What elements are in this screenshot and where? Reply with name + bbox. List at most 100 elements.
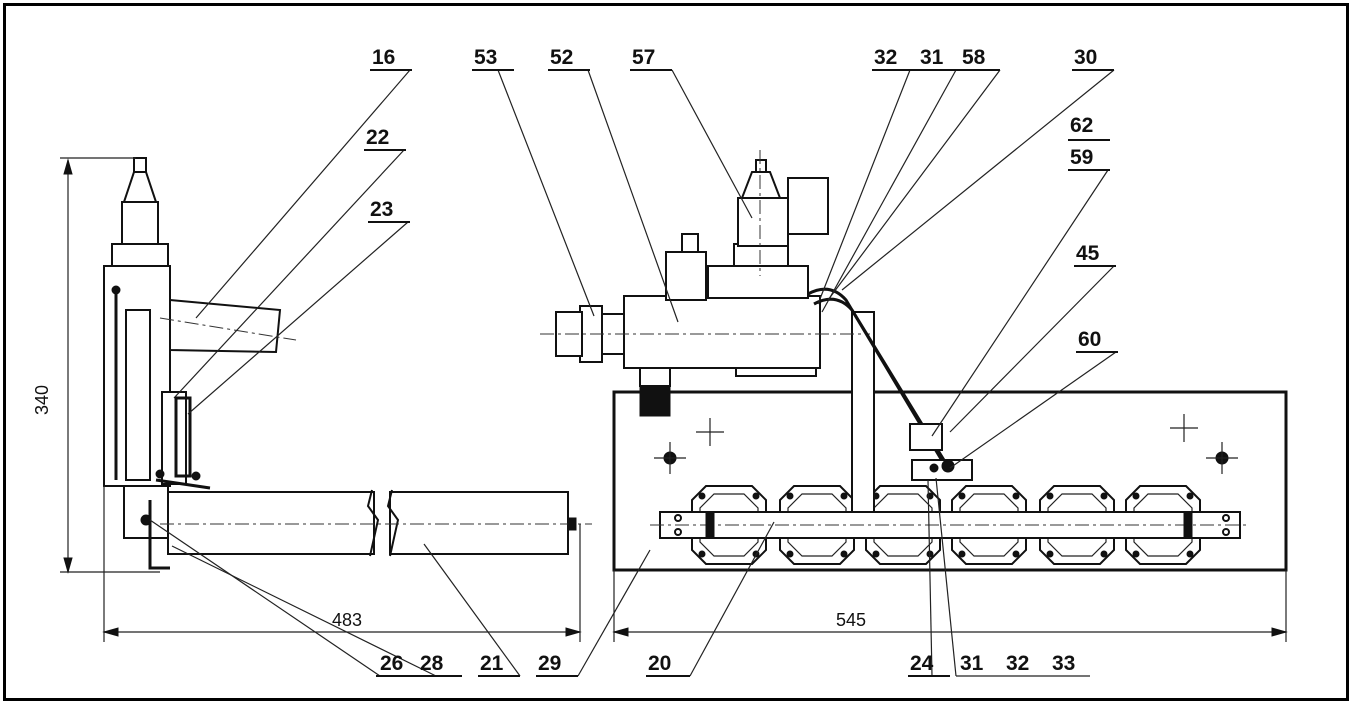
- bar-hole: [674, 514, 682, 522]
- sensor-bracket-60: [911, 459, 973, 481]
- block-bolt: [840, 550, 848, 558]
- block-bolt: [1046, 492, 1054, 500]
- dim-545-text: 545: [836, 610, 866, 630]
- block-bolt: [872, 550, 880, 558]
- drawing-frame: [3, 3, 1349, 701]
- block-bolt: [958, 492, 966, 500]
- dim-545-arrow-left: [612, 627, 629, 637]
- block-bolt: [1012, 550, 1020, 558]
- solenoid-base: [733, 243, 789, 267]
- valve-lower-skirt: [735, 367, 817, 377]
- callout-16: 16: [372, 46, 395, 69]
- block-bolt: [840, 492, 848, 500]
- bracket-bolt-2: [191, 471, 201, 481]
- block-bolt: [958, 550, 966, 558]
- block-bolt: [786, 492, 794, 500]
- callout-31-top: 31: [920, 46, 944, 69]
- valve-actuator-cap: [681, 233, 699, 253]
- dim-340-text: 340: [32, 385, 52, 415]
- side-view: [60, 157, 592, 642]
- side-valve-flange: [111, 243, 169, 267]
- target-marks: [654, 414, 1238, 474]
- pipe-centerline: [159, 317, 297, 341]
- side-nozzle-tip: [133, 157, 147, 173]
- sensor-screw: [929, 463, 939, 473]
- block-bolt: [752, 492, 760, 500]
- side-valve-body: [121, 201, 159, 245]
- sensor-tube: [807, 287, 946, 465]
- valve-actuator: [665, 251, 707, 301]
- callout-32-top: 32: [874, 46, 897, 69]
- callout-57: 57: [632, 46, 655, 69]
- block-bolt: [1132, 492, 1140, 500]
- dim-483-arrow-left: [102, 627, 119, 637]
- dim-340-arrow-bottom: [63, 557, 73, 574]
- manifold-end-left: [705, 511, 715, 539]
- callout-58: 58: [962, 46, 986, 69]
- block-bolt: [786, 550, 794, 558]
- bar-hole-3: [1222, 514, 1230, 522]
- side-foot-bolt: [140, 514, 152, 526]
- leader-lines: [149, 69, 1117, 677]
- valve-drain: [639, 367, 671, 387]
- dim-483-text: 483: [332, 610, 362, 630]
- callout-23: 23: [370, 198, 393, 221]
- callout-30: 30: [1074, 46, 1097, 69]
- dim-483-arrow-right: [565, 627, 582, 637]
- bracket-23: [174, 396, 192, 478]
- block-bolt: [1132, 550, 1140, 558]
- pipe-break-line: [366, 489, 380, 557]
- block-bolt: [1186, 492, 1194, 500]
- side-base-block: [123, 485, 169, 539]
- solenoid-coil-box: [787, 177, 829, 235]
- dim-340-arrow-top: [63, 158, 73, 175]
- bracket-wire: [155, 478, 211, 490]
- callout-29: 29: [538, 652, 561, 675]
- solenoid-cone: [740, 171, 782, 199]
- bracket-bolt: [155, 469, 165, 479]
- manifold-end-right: [1183, 511, 1193, 539]
- block-bolt: [1100, 550, 1108, 558]
- callout-52: 52: [550, 46, 573, 69]
- pipe-end-cap: [567, 517, 577, 531]
- callout-28: 28: [420, 652, 444, 675]
- side-nozzle-cone: [122, 171, 158, 203]
- callout-53: 53: [474, 46, 497, 69]
- block-bolt: [1012, 492, 1020, 500]
- callout-20: 20: [648, 652, 671, 675]
- block-bolt: [1046, 550, 1054, 558]
- valve-housing-52: [623, 295, 821, 369]
- callout-22: 22: [366, 126, 389, 149]
- callout-32-bottom: 32: [1006, 652, 1029, 675]
- bar-hole-4: [1222, 528, 1230, 536]
- block-bolt: [1100, 492, 1108, 500]
- sensor-nut: [941, 459, 955, 473]
- callout-26: 26: [380, 652, 403, 675]
- valve-upper-body: [707, 265, 809, 299]
- dim-545-arrow-right: [1271, 627, 1288, 637]
- callout-59: 59: [1070, 146, 1093, 169]
- bar-hole-2: [674, 528, 682, 536]
- callout-45: 45: [1076, 242, 1100, 265]
- callout-21: 21: [480, 652, 504, 675]
- long-pipe-21a: [167, 491, 375, 555]
- block-bolt: [698, 550, 706, 558]
- callout-62: 62: [1070, 114, 1093, 137]
- callout-31-bottom: 31: [960, 652, 984, 675]
- block-bolt: [698, 492, 706, 500]
- riser-pipe: [851, 311, 875, 513]
- callout-33: 33: [1052, 652, 1075, 675]
- block-bolt: [1186, 550, 1194, 558]
- pipe-break-line-2: [386, 489, 400, 557]
- solenoid-tip: [755, 159, 767, 173]
- front-view: [540, 150, 1288, 642]
- long-pipe-21b: [389, 491, 569, 555]
- callout-60: 60: [1078, 328, 1101, 351]
- callout-labels: 16 22 23 53 52 57 32 31 58 30 62 59 45 6…: [364, 46, 1118, 677]
- side-rod-head: [111, 285, 121, 295]
- callout-24: 24: [910, 652, 934, 675]
- valve-drain-block: [639, 385, 671, 417]
- inclined-pipe-16: [169, 298, 282, 354]
- bracket-22: [161, 391, 187, 485]
